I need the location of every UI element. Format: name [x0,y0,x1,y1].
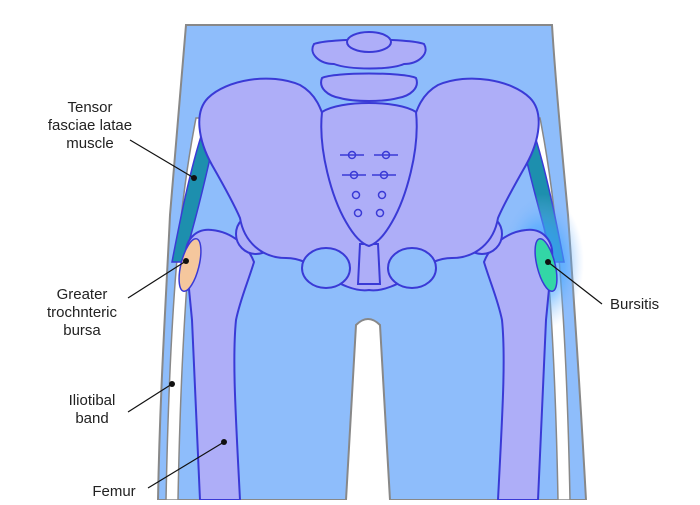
leader-line-bursitis [547,261,603,305]
obturator-foramen-right [387,247,437,289]
marker-trochanteric [183,258,189,264]
svg-text:muscle: muscle [66,135,114,152]
marker-iliotibial [169,381,175,387]
sacrum [320,102,418,248]
obturator-foramen-left [301,247,351,289]
lumbar-vertebra-lower [320,72,418,102]
svg-text:Tensor: Tensor [67,99,112,116]
femur-left [184,228,256,501]
sacral-foramina [340,150,398,218]
svg-text:fasciae latae: fasciae latae [48,117,132,134]
label-tensor-fasciae-latae: Tensor fasciae latae muscle [48,99,132,152]
marker-bursitis [545,259,551,265]
pubic-symphysis [356,243,382,285]
label-femur: Femur [92,483,135,500]
marker-femur [221,439,227,445]
marker-tensor [191,175,197,181]
label-bursitis: Bursitis [610,296,659,313]
label-iliotibial-band: Iliotibal band [69,392,116,427]
svg-text:Iliotibal: Iliotibal [69,392,116,409]
leader-line-iliotibial [127,383,173,413]
svg-text:band: band [75,410,108,427]
svg-text:Greater: Greater [57,286,108,303]
greater-trochanteric-bursa-inflamed [534,237,558,293]
femur-right [482,228,554,501]
leader-line-femur [147,441,225,489]
leader-line-tensor [129,139,195,179]
svg-text:bursa: bursa [63,322,101,339]
greater-trochanteric-bursa-normal [178,237,202,293]
tensor-fasciae-latae-left [171,128,214,263]
svg-text:trochnteric: trochnteric [47,304,118,321]
label-greater-trochanteric-bursa: Greater trochnteric bursa [47,286,118,339]
leader-line-trochanteric [127,260,187,299]
leader-lines [127,139,603,489]
vertebral-body-top [346,31,392,53]
